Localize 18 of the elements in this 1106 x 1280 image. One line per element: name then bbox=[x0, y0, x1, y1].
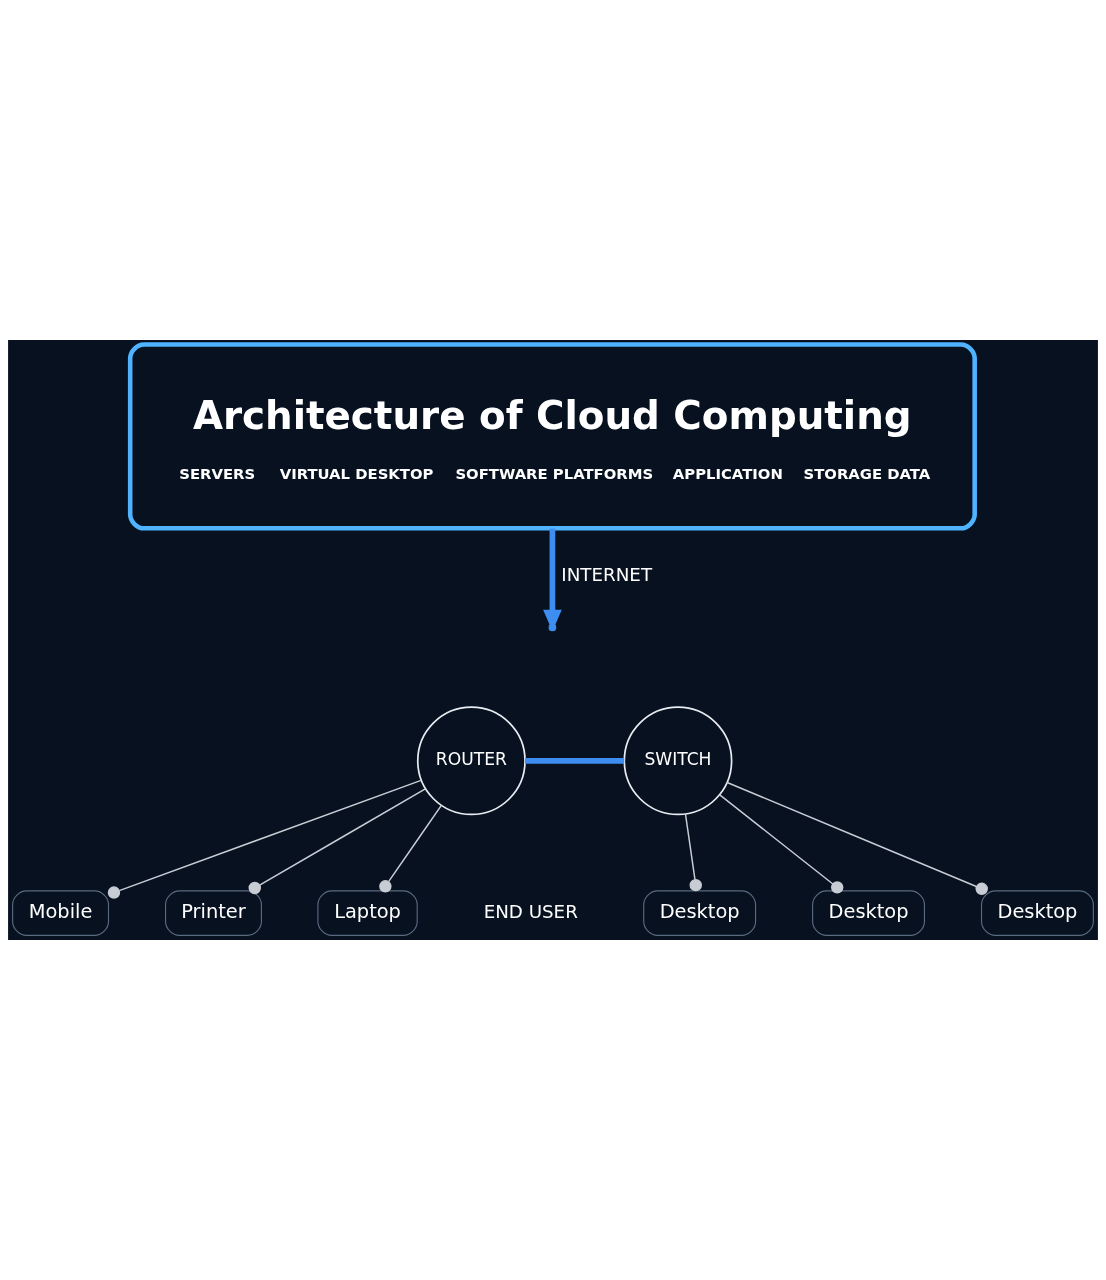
node-circle: ROUTER bbox=[416, 706, 526, 816]
connector bbox=[107, 779, 422, 899]
node-box: Desktop bbox=[980, 890, 1094, 936]
connector bbox=[248, 788, 427, 895]
label: END USER bbox=[483, 900, 578, 922]
connector bbox=[525, 757, 625, 764]
node-box: Architecture of Cloud Computing SERVERS VIRTUAL DESKTOP SOFTWARE PLATFORMS APPLICATION STORAGE DATA bbox=[127, 342, 977, 531]
node-box: Laptop bbox=[317, 890, 418, 936]
node-box: Desktop bbox=[643, 890, 757, 936]
connector bbox=[379, 804, 443, 893]
connector bbox=[726, 781, 988, 895]
connector bbox=[684, 813, 702, 892]
node-box: Desktop bbox=[812, 890, 926, 936]
connector bbox=[719, 794, 844, 894]
edge-label: INTERNET bbox=[561, 563, 653, 585]
node-circle: SWITCH bbox=[623, 706, 733, 816]
node-box: Printer bbox=[165, 890, 262, 936]
node-box: Mobile bbox=[12, 890, 110, 936]
